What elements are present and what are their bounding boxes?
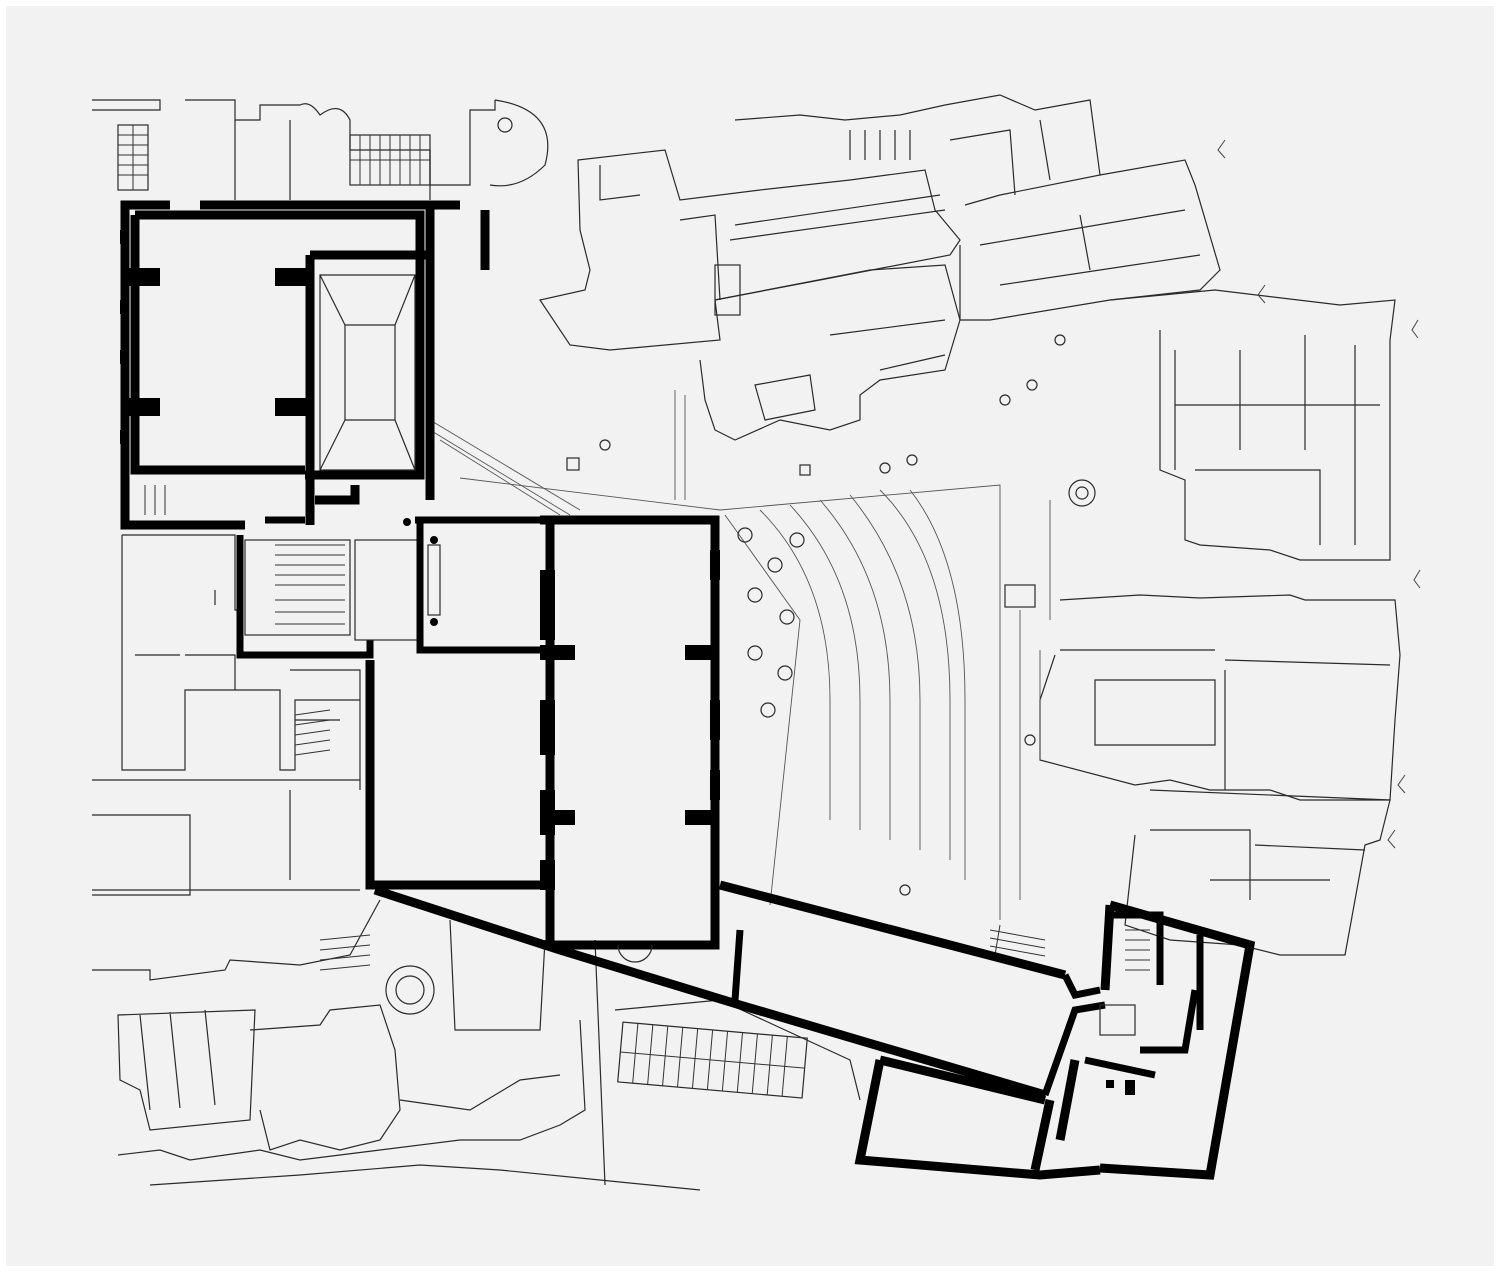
highlighted-buildings (120, 200, 1256, 1180)
floor-plan-frame (6, 6, 1494, 1266)
context-buildings (92, 94, 1421, 1191)
